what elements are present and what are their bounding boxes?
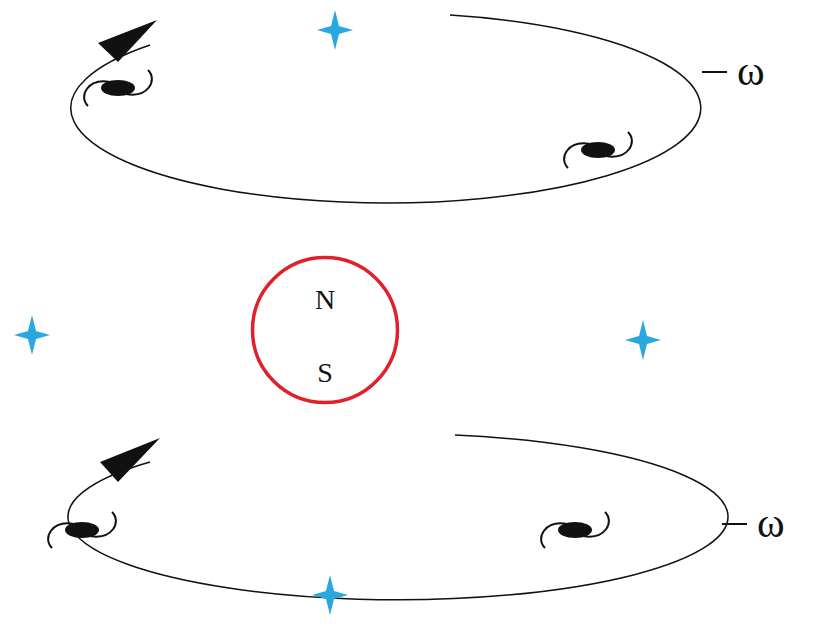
galaxy bbox=[541, 512, 609, 548]
arrow-head bbox=[98, 20, 157, 62]
pole-label: N bbox=[315, 286, 335, 314]
leader-line bbox=[702, 71, 727, 73]
omega-label: ω bbox=[757, 502, 785, 544]
pole-label: S bbox=[317, 359, 333, 387]
magnet-circle: NS bbox=[250, 255, 400, 405]
galaxy bbox=[84, 70, 152, 106]
orbit-line bbox=[71, 15, 701, 203]
galaxy bbox=[48, 512, 116, 548]
leader-line bbox=[722, 523, 747, 525]
galaxy bbox=[564, 132, 632, 168]
star bbox=[625, 320, 661, 360]
orbit-line bbox=[68, 435, 728, 600]
omega-label: ω bbox=[737, 50, 765, 92]
star bbox=[317, 10, 353, 50]
star bbox=[14, 315, 50, 355]
star bbox=[312, 575, 348, 615]
arrow-head bbox=[100, 438, 160, 482]
